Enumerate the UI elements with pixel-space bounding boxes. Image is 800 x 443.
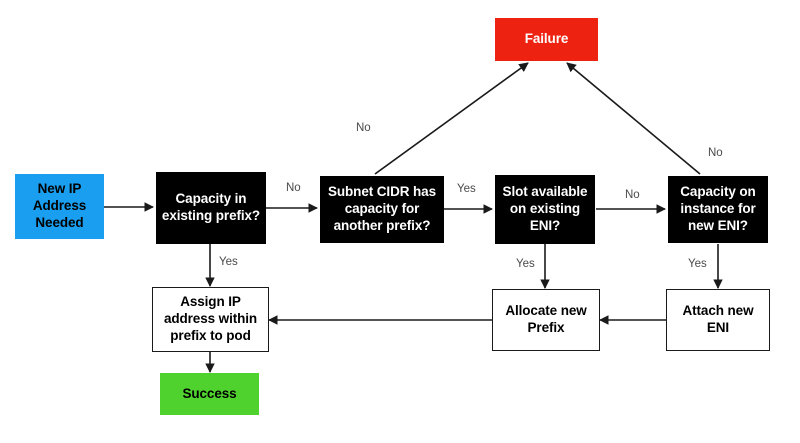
edge-label-capacity-prefix-no: No (286, 182, 301, 194)
node-allocate-new-prefix[interactable]: Allocate new Prefix (492, 289, 600, 351)
node-label: Success (182, 385, 237, 401)
node-label: Slot available on existing ENI? (502, 184, 588, 233)
node-label: Subnet CIDR has capacity for another pre… (327, 184, 436, 233)
edge-label-slot-available-yes: Yes (516, 258, 535, 270)
edge-label-capacity-instance-yes: Yes (688, 258, 707, 270)
node-label: Attach new ENI (682, 303, 754, 335)
node-success[interactable]: Success (160, 373, 259, 415)
node-attach-new-eni[interactable]: Attach new ENI (666, 289, 770, 351)
edge-subnet-cidr-no-to-failure (374, 62, 529, 175)
node-label: Allocate new Prefix (505, 303, 587, 335)
node-label: New IP Address Needed (32, 181, 87, 230)
edge-label-capacity-prefix-yes: Yes (219, 256, 238, 268)
node-label: Assign IP address within prefix to pod (163, 294, 258, 343)
node-label: Capacity on instance for new ENI? (680, 184, 756, 233)
edge-label-slot-available-no: No (625, 189, 640, 201)
node-label: Capacity in existing prefix? (161, 191, 261, 223)
node-failure[interactable]: Failure (495, 18, 598, 61)
node-capacity-on-instance-for-new-eni[interactable]: Capacity on instance for new ENI? (668, 176, 768, 243)
edge-label-subnet-cidr-no: No (356, 122, 371, 134)
node-assign-ip-address[interactable]: Assign IP address within prefix to pod (152, 287, 269, 352)
node-label: Failure (524, 31, 569, 47)
node-subnet-cidr-has-capacity[interactable]: Subnet CIDR has capacity for another pre… (320, 176, 444, 243)
node-slot-available-on-existing-eni[interactable]: Slot available on existing ENI? (495, 175, 595, 244)
node-new-ip-address-needed[interactable]: New IP Address Needed (15, 174, 104, 239)
edge-label-capacity-instance-no: No (708, 147, 723, 159)
node-capacity-in-existing-prefix[interactable]: Capacity in existing prefix? (156, 172, 266, 244)
edge-capacity-instance-no-to-failure (566, 62, 701, 175)
edge-label-subnet-cidr-yes: Yes (457, 183, 476, 195)
